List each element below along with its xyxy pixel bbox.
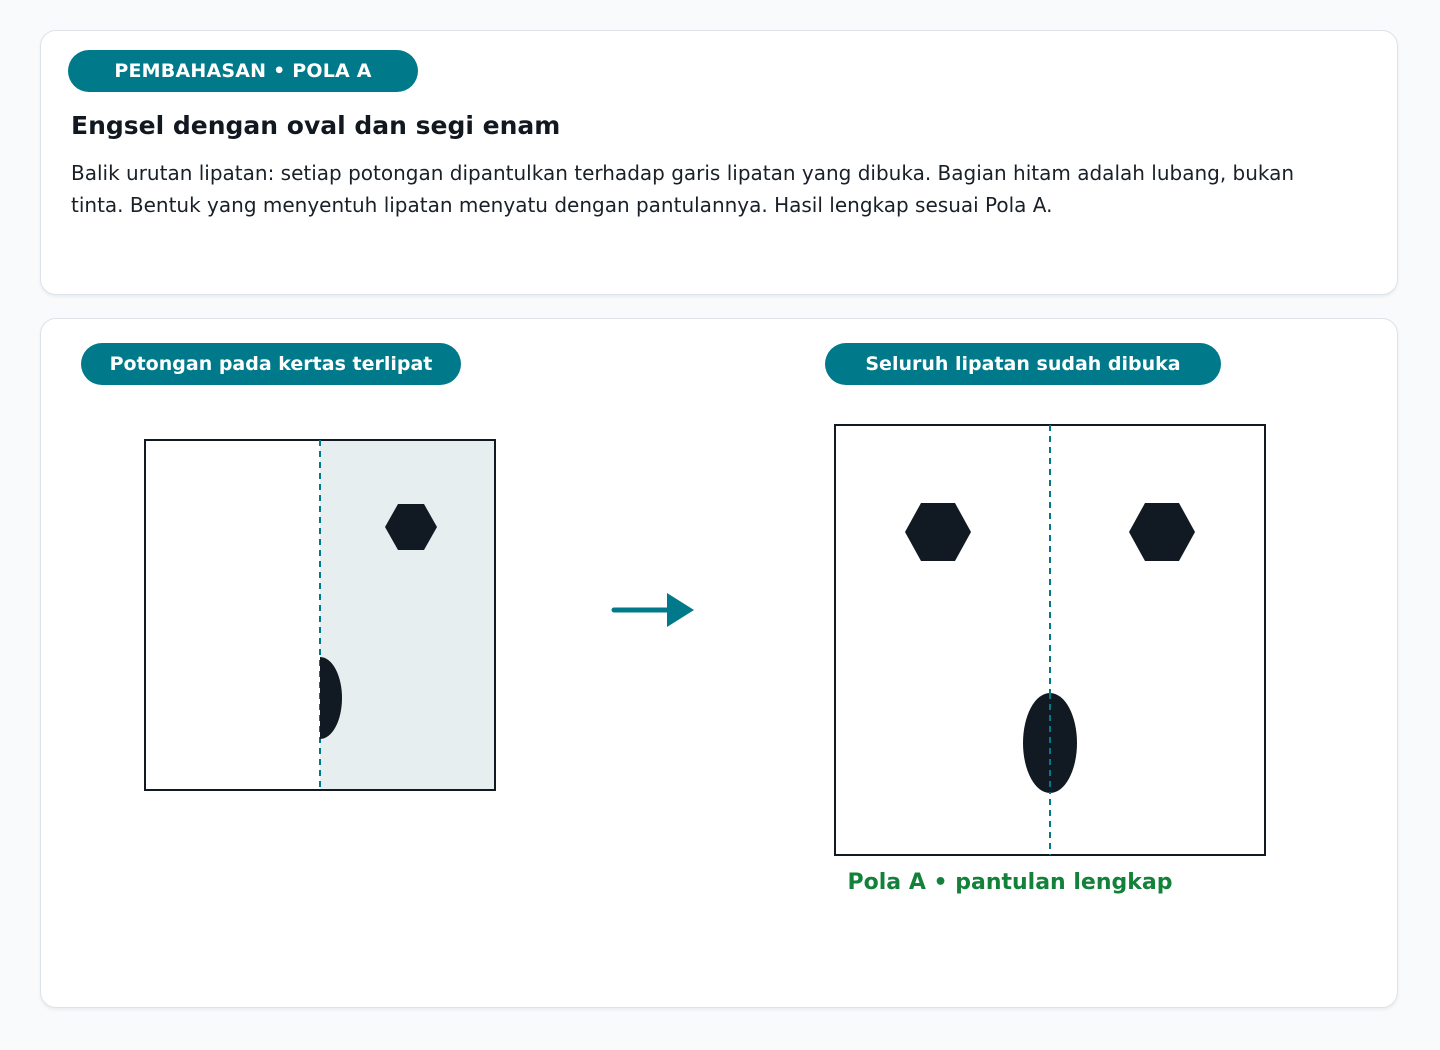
explanation-card: PEMBAHASAN • POLA A Engsel dengan oval d… [40,30,1398,295]
folded-paper [144,439,496,791]
unfolded-paper [834,424,1266,856]
hexagon-hole-left [905,503,971,561]
section-tag: PEMBAHASAN • POLA A [68,50,418,92]
hexagon-hole-right [1129,503,1195,561]
arrow-right-icon [611,593,694,627]
unfolded-paper-label: Seluruh lipatan sudah dibuka [825,343,1221,385]
folded-paper-shaded-half [320,440,495,790]
page-title: Engsel dengan oval dan segi enam [71,111,561,140]
result-caption: Pola A • pantulan lengkap [847,870,1173,895]
folded-paper-label: Potongan pada kertas terlipat [81,343,461,385]
explanation-text: Balik urutan lipatan: setiap potongan di… [71,161,1295,217]
half-oval-cut [320,657,342,739]
hexagon-cut [385,504,437,550]
